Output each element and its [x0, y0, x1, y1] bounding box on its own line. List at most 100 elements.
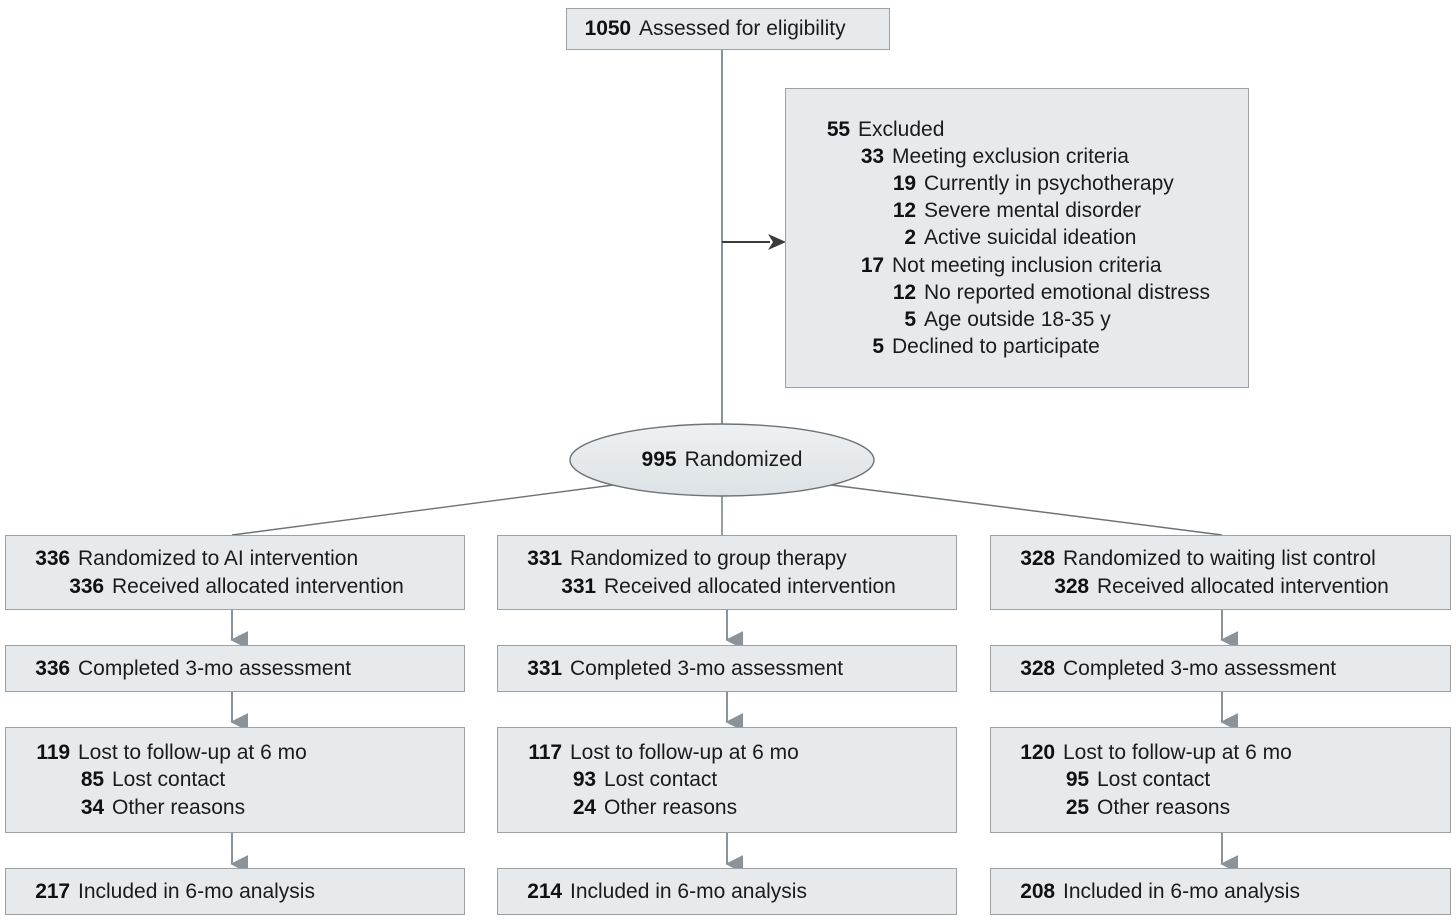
arm-1-assessment-box: 336 Completed 3-mo assessment: [5, 645, 465, 692]
flow-row-label: Lost to follow-up at 6 mo: [78, 741, 307, 765]
arm-1-followup-rows: 119 Lost to follow-up at 6 mo 85 Lost conta…: [6, 728, 464, 832]
flow-row: 12 Severe mental disorder: [798, 197, 1238, 224]
flow-row-count: 336: [35, 656, 70, 680]
arm-3-analysis-rows: 208 Included in 6-mo analysis: [991, 869, 1450, 914]
flow-row: 5 Declined to participate: [798, 333, 1238, 360]
flow-row: 25 Other reasons: [1003, 794, 1440, 821]
flow-row: 12 No reported emotional distress: [798, 279, 1238, 306]
flow-row-count: 12: [892, 280, 916, 304]
flow-row-label: Other reasons: [112, 795, 246, 819]
flow-row-count: 17: [860, 253, 884, 277]
flow-row-count: 336: [69, 574, 104, 598]
flow-row-label: Lost contact: [112, 768, 226, 792]
flow-row: 208 Included in 6-mo analysis: [1003, 878, 1440, 905]
flow-row-label: Other reasons: [604, 795, 738, 819]
arm-1-followup-box: 119 Lost to follow-up at 6 mo 85 Lost conta…: [5, 727, 465, 833]
flow-row-count: 117: [528, 741, 562, 765]
flow-row: 119 Lost to follow-up at 6 mo: [18, 739, 454, 766]
flow-row-count: 328: [1054, 574, 1089, 598]
flow-row-count: 208: [1020, 879, 1055, 903]
flow-row: 331 Randomized to group therapy: [510, 545, 946, 572]
flow-row-count: 119: [36, 741, 70, 765]
node-randomized: 995 Randomized: [570, 424, 874, 496]
flow-row-count: 5: [872, 334, 884, 358]
flow-row-label: Currently in psychotherapy: [924, 172, 1174, 196]
flow-row-count: 5: [904, 307, 916, 331]
randomized-count: 995: [641, 448, 677, 471]
flow-row: 5 Age outside 18-35 y: [798, 306, 1238, 333]
flow-row: 331 Completed 3-mo assessment: [510, 655, 946, 682]
flow-row-count: 331: [527, 656, 562, 680]
flow-row-label: No reported emotional distress: [924, 280, 1210, 304]
assessed-label: Assessed for eligibility: [639, 17, 846, 41]
flow-row-label: Lost to follow-up at 6 mo: [570, 741, 799, 765]
flow-row: 17 Not meeting inclusion criteria: [798, 252, 1238, 279]
flow-row-label: Randomized to group therapy: [570, 547, 847, 571]
flow-row-label: Received allocated intervention: [604, 574, 896, 598]
flow-row-label: Included in 6-mo analysis: [570, 879, 807, 903]
flow-row: 328 Received allocated intervention: [1003, 573, 1440, 600]
flow-row-count: 34: [80, 795, 104, 819]
flow-row-count: 12: [892, 199, 916, 223]
flow-row-label: Randomized to waiting list control: [1063, 547, 1376, 571]
flow-row-label: Randomized to AI intervention: [78, 547, 359, 571]
flow-row-label: Declined to participate: [892, 334, 1100, 358]
flow-row-label: Completed 3-mo assessment: [1063, 656, 1337, 680]
flow-row: 328 Randomized to waiting list control: [1003, 545, 1440, 572]
flow-row-count: 25: [1065, 795, 1089, 819]
flow-row-count: 328: [1020, 656, 1055, 680]
flow-row-label: Completed 3-mo assessment: [78, 656, 352, 680]
flow-row-label: Completed 3-mo assessment: [570, 656, 844, 680]
flow-row-count: 19: [892, 172, 916, 196]
flow-row-label: Meeting exclusion criteria: [892, 145, 1129, 169]
flow-row-count: 120: [1020, 741, 1055, 765]
flow-row: 19 Currently in psychotherapy: [798, 170, 1238, 197]
arm-2-assessment-rows: 331 Completed 3-mo assessment: [498, 646, 956, 691]
arm-3-assessment-box: 328 Completed 3-mo assessment: [990, 645, 1451, 692]
flow-row-label: Lost to follow-up at 6 mo: [1063, 741, 1292, 765]
flow-row-count: 33: [860, 145, 884, 169]
flow-row: 328 Completed 3-mo assessment: [1003, 655, 1440, 682]
flow-row-count: 85: [80, 768, 104, 792]
node-assessed-for-eligibility: 1050 Assessed for eligibility: [566, 8, 890, 50]
flow-row-label: Included in 6-mo analysis: [1063, 879, 1300, 903]
flow-row-count: 95: [1065, 768, 1089, 792]
flow-row-label: Not meeting inclusion criteria: [892, 253, 1162, 277]
flow-row-count: 336: [35, 547, 70, 571]
flow-row-label: Other reasons: [1097, 795, 1231, 819]
arm-1-assessment-rows: 336 Completed 3-mo assessment: [6, 646, 464, 691]
flow-row-label: Age outside 18-35 y: [924, 307, 1111, 331]
arm-2-assessment-box: 331 Completed 3-mo assessment: [497, 645, 957, 692]
flow-row-count: 217: [35, 879, 70, 903]
randomized-label: Randomized: [684, 448, 803, 471]
flow-row-label: Severe mental disorder: [924, 199, 1142, 223]
arm-3-analysis-box: 208 Included in 6-mo analysis: [990, 868, 1451, 915]
flow-row-label: Excluded: [858, 118, 945, 142]
flow-row: 336 Randomized to AI intervention: [18, 545, 454, 572]
flow-row-label: Received allocated intervention: [1097, 574, 1389, 598]
flow-row-count: 331: [527, 547, 562, 571]
flow-row-count: 328: [1020, 547, 1055, 571]
flow-row-count: 2: [904, 226, 916, 250]
